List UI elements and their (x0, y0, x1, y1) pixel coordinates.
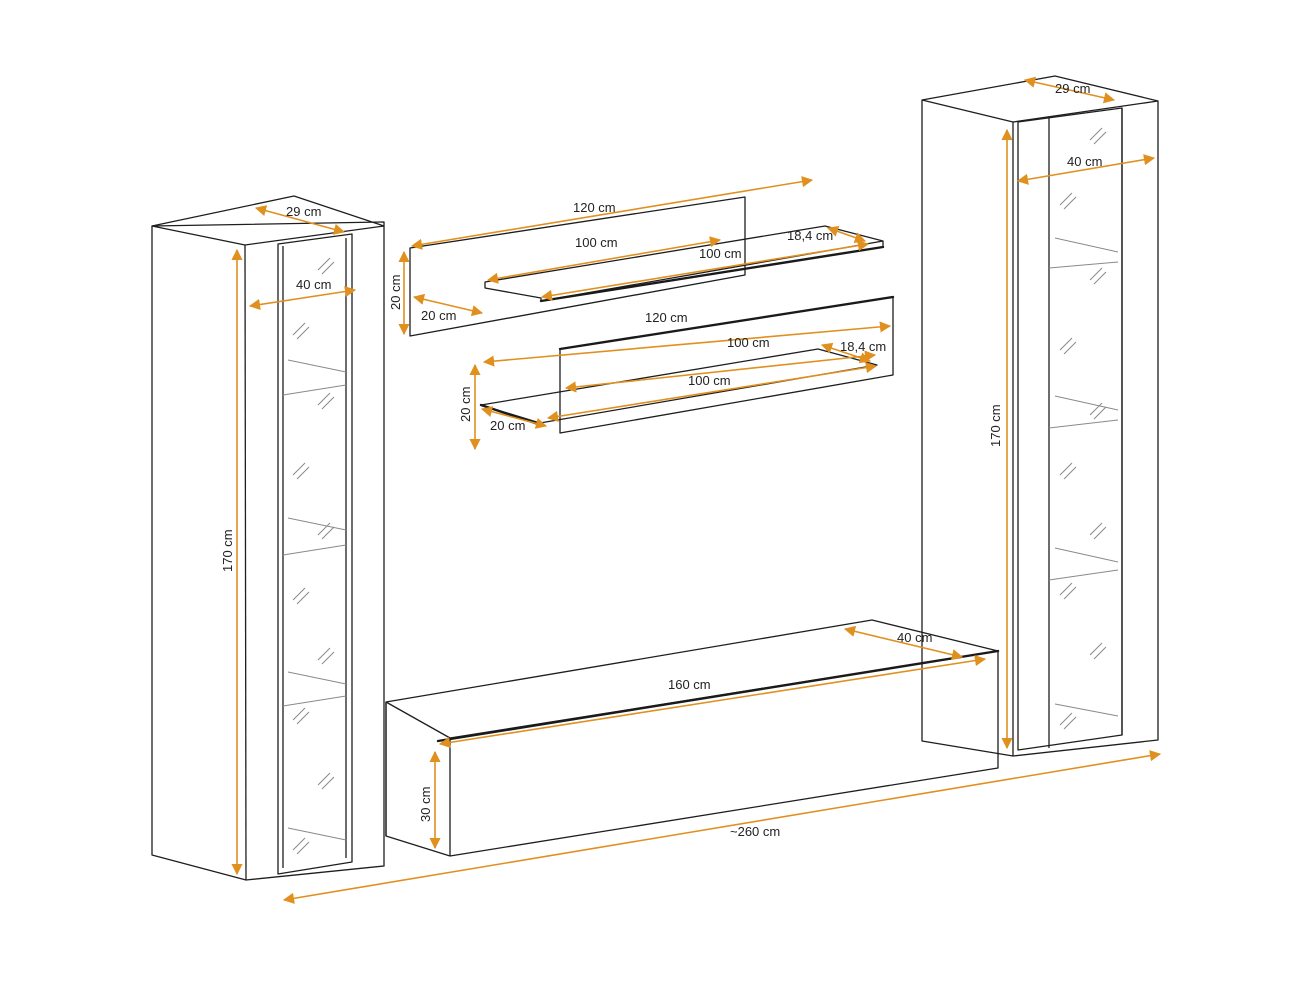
left-cabinet: 29 cm 40 cm 170 cm (151, 195, 385, 881)
tv-unit-height-label: 30 cm (418, 787, 433, 822)
shelf-2-length-label: 120 cm (645, 310, 688, 325)
total-width-label: ~260 cm (730, 824, 780, 839)
tv-unit-length-label: 160 cm (668, 677, 711, 692)
right-cabinet-depth-label: 29 cm (1055, 81, 1090, 96)
shelf-1-depth-label: 18,4 cm (787, 228, 833, 243)
shelf-2-front-length-label: 100 cm (688, 373, 731, 388)
left-cabinet-height-label: 170 cm (220, 529, 235, 572)
right-cabinet-height-label: 170 cm (988, 404, 1003, 447)
tv-unit-depth-label: 40 cm (897, 630, 932, 645)
shelf-1-inner-length-label: 100 cm (575, 235, 618, 250)
shelf-2-height-label: 20 cm (458, 387, 473, 422)
shelf-1-height-label: 20 cm (388, 275, 403, 310)
total-width-dimension: ~260 cm (282, 750, 1162, 904)
shelf-1-front-length-label: 100 cm (699, 246, 742, 261)
tv-unit: 40 cm 160 cm 30 cm (385, 619, 1000, 857)
shelf-2-side-depth-label: 20 cm (490, 418, 525, 433)
right-cabinet-width-label: 40 cm (1067, 154, 1102, 169)
shelf-1-side-depth-label: 20 cm (421, 308, 456, 323)
left-cabinet-depth-label: 29 cm (286, 204, 321, 219)
left-cabinet-width-label: 40 cm (296, 277, 331, 292)
shelf-2-depth-label: 18,4 cm (840, 339, 886, 354)
right-cabinet: 29 cm 40 cm 170 cm (921, 75, 1159, 757)
shelf-1-length-label: 120 cm (573, 200, 616, 215)
shelf-2-inner-length-label: 100 cm (727, 335, 770, 350)
shelf-1: 120 cm 100 cm 100 cm 18,4 cm 20 cm 20 cm (388, 176, 885, 337)
shelf-2: 120 cm 100 cm 100 cm 18,4 cm 20 cm 20 cm (458, 295, 895, 451)
